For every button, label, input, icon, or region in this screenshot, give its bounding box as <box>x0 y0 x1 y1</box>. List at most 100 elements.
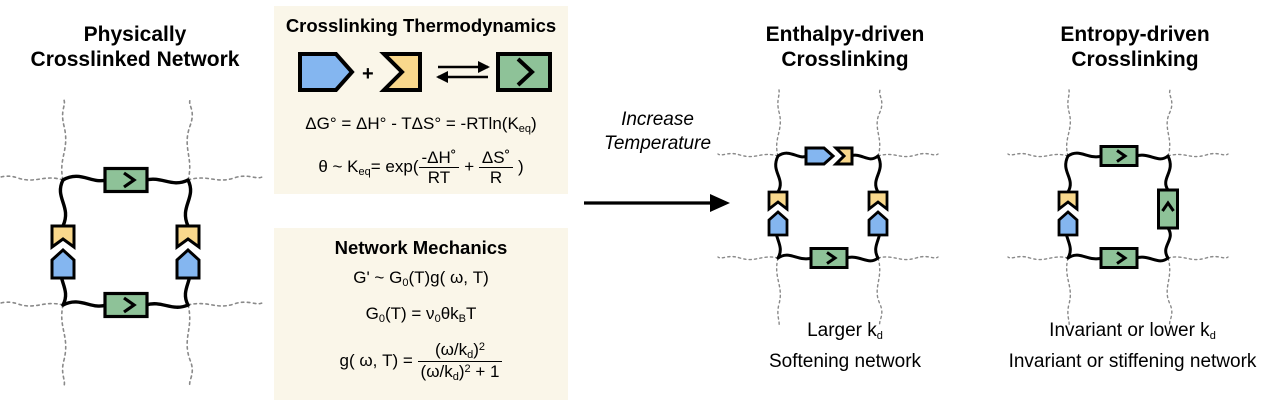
enthalpy-chain-bottom-left <box>776 257 781 327</box>
gibbs-eq-lhs: ΔG° = ΔH° - TΔS° = -RTln(K <box>305 114 519 133</box>
relaxation-function-equation: g( ω, T) = (ω/kd)2 (ω/kd)2 + 1 <box>274 340 568 383</box>
reactant-blue-motif <box>298 52 355 92</box>
entropy-chain-top-left <box>1066 89 1071 157</box>
enthalpy-caption-line1-sub: d <box>876 329 883 342</box>
bound-crosslink-top <box>103 166 149 194</box>
gibbs-eq-sub: eq <box>518 122 532 135</box>
entropy-strand-bottom-right <box>1134 255 1170 263</box>
entropy-chain-bottom-left <box>1066 257 1071 327</box>
g0-theta: θk <box>440 304 459 323</box>
entropy-chain-left-bottom <box>1007 255 1069 261</box>
strand-top-left <box>61 174 108 183</box>
entropy-denominator: R <box>489 168 503 188</box>
dangling-chain-left-bottom <box>0 301 64 307</box>
dangling-chain-bottom-right <box>186 304 194 387</box>
network-mechanics-box: Network Mechanics G' ~ G0(T)g( ω, T) G0(… <box>274 228 568 400</box>
enthalpy-bound-crosslink-bottom <box>809 247 849 269</box>
increase-temperature-line1: Increase <box>621 109 694 130</box>
dissociated-yellow-motif <box>832 146 854 166</box>
enthalpy-chain-top-right <box>876 89 883 157</box>
enthalpy-caption-line2: Softening network <box>768 350 922 372</box>
relaxation-denominator: (ω/kd)2 + 1 <box>418 362 503 383</box>
relax-den-pre: (ω/k <box>420 362 453 382</box>
enthalpy-chain-left-bottom <box>717 255 779 261</box>
relax-num-pre: (ω/k <box>434 340 468 359</box>
entropy-caption-line1-sub: d <box>1209 329 1216 342</box>
entropy-chain-right-bottom <box>1167 255 1229 261</box>
dangling-chain-top-right <box>186 99 194 181</box>
gprime-lhs: G' ~ G <box>353 268 403 287</box>
theta-eq-operator: + <box>464 157 475 177</box>
strand-bottom-right <box>144 302 190 309</box>
enthalpy-unbound-crosslink-left <box>767 190 789 237</box>
dissociated-crosslink-top <box>804 146 854 166</box>
entropy-chain-right-top <box>1167 152 1229 158</box>
enthalpy-chain-right-bottom <box>877 255 939 261</box>
entropy-chain-top-right <box>1166 89 1173 157</box>
strand-right-upper <box>183 178 193 228</box>
enthalpy-dangling-chains <box>717 89 939 327</box>
enthalpy-caption-line1: Larger kd <box>700 318 990 349</box>
increase-temperature-label: Increase Temperature <box>580 108 735 156</box>
enthalpy-chain-right-top <box>877 152 939 158</box>
physically-crosslinked-network-figure <box>0 99 270 387</box>
relax-den-tail: + 1 <box>475 362 500 382</box>
enthalpy-chain-top-left <box>776 89 781 157</box>
left-panel-title-line1: Physically <box>83 23 187 46</box>
entropy-strand-left-upper <box>1064 154 1072 194</box>
strand-bottom-left <box>61 300 108 308</box>
g0-mid: (T) = ν <box>384 304 435 323</box>
left-panel-title: Physically Crosslinked Network <box>0 22 270 72</box>
theta-eq-suffix: ) <box>517 157 524 177</box>
relax-num-sup: 2 <box>478 341 486 354</box>
enthalpy-strand-left-upper <box>774 154 782 194</box>
entropy-strand-bottom-left <box>1066 253 1104 261</box>
entropy-term-fraction: ΔS˚R <box>478 148 514 188</box>
dangling-chain-right-top <box>187 175 263 181</box>
enthalpy-numerator: -ΔH˚ <box>418 148 460 169</box>
plateau-modulus-equation: G0(T) = ν0θkBT <box>274 304 568 325</box>
gfunc-lhs: g( ω, T) = <box>339 351 413 371</box>
entropy-panel-title: Entropy-driven Crosslinking <box>990 22 1280 72</box>
enthalpy-panel-title: Enthalpy-driven Crosslinking <box>700 22 990 72</box>
entropy-strand-top-right <box>1134 153 1170 161</box>
entropy-bound-crosslink-right <box>1157 188 1179 230</box>
enthalpy-chain-bottom-right <box>876 257 883 327</box>
reaction-plus-sign: + <box>362 63 374 85</box>
gibbs-eq-tail: ) <box>531 114 537 133</box>
g0-lhs: G <box>365 304 379 323</box>
entropy-strand-right-upper <box>1164 154 1172 192</box>
dangling-chains <box>0 99 263 387</box>
enthalpy-strand-bottom-right <box>844 255 880 263</box>
dangling-chain-left-top <box>0 175 64 181</box>
entropy-strand-top-left <box>1066 151 1104 159</box>
enthalpy-strand-right-upper <box>874 154 882 194</box>
entropy-numerator: ΔS˚ <box>478 148 514 169</box>
entropy-caption-line1-text: Invariant or lower k <box>1049 320 1210 341</box>
entropy-dangling-chains <box>1007 89 1229 327</box>
strand-left-upper <box>58 178 68 228</box>
entropy-bound-crosslink-bottom <box>1099 247 1139 269</box>
product-green-complex <box>496 52 552 92</box>
dangling-chain-right-bottom <box>187 301 263 307</box>
enthalpy-chain-left-top <box>717 152 779 158</box>
strand-top-right <box>144 177 190 185</box>
enthalpy-strand-top-right <box>848 153 880 161</box>
enthalpy-denominator: RT <box>427 168 451 188</box>
relaxation-fraction: (ω/kd)2 (ω/kd)2 + 1 <box>417 340 503 383</box>
theta-eq-prefix: θ ~ K <box>318 157 359 177</box>
relax-num-post: ) <box>473 340 479 359</box>
entropy-title-line2: Crosslinking <box>1071 48 1199 71</box>
entropy-chain-left-top <box>1007 152 1069 158</box>
theta-keq-equation: θ ~ Keq= exp(-ΔH˚RT + ΔS˚R ) <box>274 148 568 187</box>
increase-temperature-line2: Temperature <box>603 133 712 154</box>
entropy-unbound-crosslink-left <box>1057 190 1079 237</box>
enthalpy-title-line1: Enthalpy-driven <box>765 23 925 46</box>
g0-lhs-sub: 0 <box>378 312 385 325</box>
g0-theta-sub: B <box>458 312 466 325</box>
theta-eq-prefix-sub: eq <box>358 165 371 178</box>
enthalpy-caption-line1-text: Larger k <box>807 320 877 341</box>
g0-tail: T <box>466 304 477 323</box>
g0-mid-sub: 0 <box>434 312 441 325</box>
